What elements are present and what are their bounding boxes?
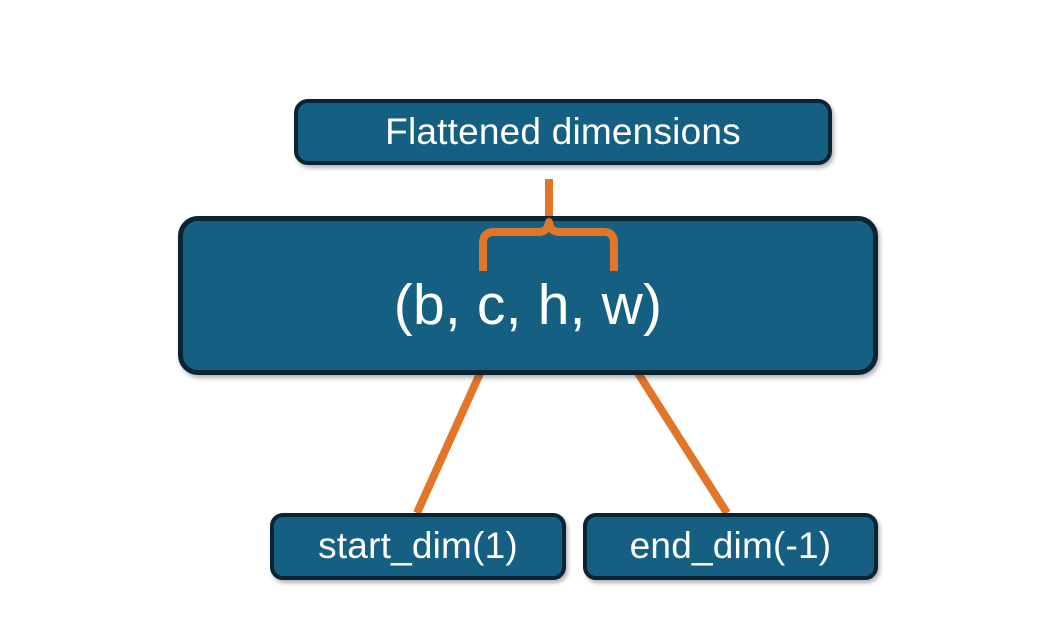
node-start-dim-label: start_dim(1) bbox=[318, 525, 518, 567]
arrow-end-dim-shaft bbox=[620, 348, 731, 516]
node-flattened-dimensions-label: Flattened dimensions bbox=[385, 110, 741, 152]
node-end-dim[interactable]: end_dim(-1) bbox=[583, 513, 878, 580]
node-tensor-shape-label: (b, c, h, w) bbox=[393, 272, 663, 337]
node-flattened-dimensions[interactable]: Flattened dimensions bbox=[294, 99, 832, 165]
node-end-dim-label: end_dim(-1) bbox=[629, 525, 832, 567]
node-start-dim[interactable]: start_dim(1) bbox=[270, 513, 566, 580]
node-tensor-shape[interactable]: (b, c, h, w) bbox=[178, 216, 878, 375]
